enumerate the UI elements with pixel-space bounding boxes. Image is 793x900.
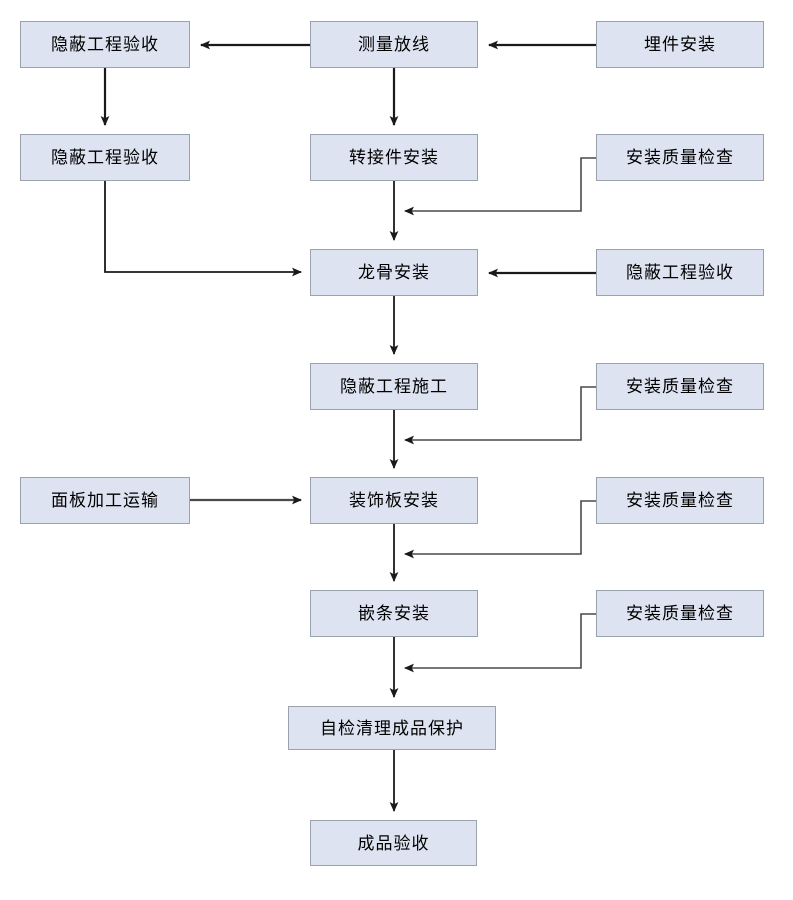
node-maijian-anzhuang[interactable]: 埋件安装: [596, 21, 764, 68]
node-label: 隐蔽工程验收: [626, 263, 734, 282]
node-anzhuang-zhiliang-jiancha-3[interactable]: 安装质量检查: [596, 477, 764, 524]
node-anzhuang-zhiliang-jiancha-2[interactable]: 安装质量检查: [596, 363, 764, 410]
node-label: 安装质量检查: [626, 377, 734, 396]
node-label: 隐蔽工程验收: [51, 148, 159, 167]
node-yinbi-gongcheng-yanshou-1[interactable]: 隐蔽工程验收: [20, 21, 190, 68]
node-label: 嵌条安装: [358, 604, 430, 623]
node-anzhuang-zhiliang-jiancha-4[interactable]: 安装质量检查: [596, 590, 764, 637]
node-label: 隐蔽工程验收: [51, 35, 159, 54]
node-qiantiao-anzhuang[interactable]: 嵌条安装: [310, 590, 478, 637]
node-mianban-jiagong-yunshu[interactable]: 面板加工运输: [20, 477, 190, 524]
node-label: 埋件安装: [644, 35, 716, 54]
node-yinbi-gongcheng-yanshou-3[interactable]: 隐蔽工程验收: [596, 249, 764, 296]
node-longgu-anzhuang[interactable]: 龙骨安装: [310, 249, 478, 296]
node-label: 安装质量检查: [626, 604, 734, 623]
node-chengpin-yanshou[interactable]: 成品验收: [310, 820, 477, 866]
node-label: 测量放线: [358, 35, 430, 54]
node-zhuangshiban-anzhuang[interactable]: 装饰板安装: [310, 477, 478, 524]
node-zhuanjiejian-anzhuang[interactable]: 转接件安装: [310, 134, 478, 181]
node-zijian-qingli-chengpin-baohu[interactable]: 自检清理成品保护: [288, 706, 496, 750]
node-yinbi-gongcheng-yanshou-2[interactable]: 隐蔽工程验收: [20, 134, 190, 181]
node-yinbi-gongcheng-shigong[interactable]: 隐蔽工程施工: [310, 363, 478, 410]
node-label: 安装质量检查: [626, 148, 734, 167]
node-label: 龙骨安装: [358, 263, 430, 282]
node-label: 安装质量检查: [626, 491, 734, 510]
node-label: 隐蔽工程施工: [340, 377, 448, 396]
node-label: 自检清理成品保护: [320, 718, 464, 738]
node-celiang-fangxian[interactable]: 测量放线: [310, 21, 478, 68]
node-label: 转接件安装: [349, 148, 439, 167]
node-label: 成品验收: [357, 833, 430, 853]
node-anzhuang-zhiliang-jiancha-1[interactable]: 安装质量检查: [596, 134, 764, 181]
node-label: 面板加工运输: [51, 491, 159, 510]
node-label: 装饰板安装: [349, 491, 439, 510]
edge-yinbi2-to-longgu: [104, 181, 302, 277]
